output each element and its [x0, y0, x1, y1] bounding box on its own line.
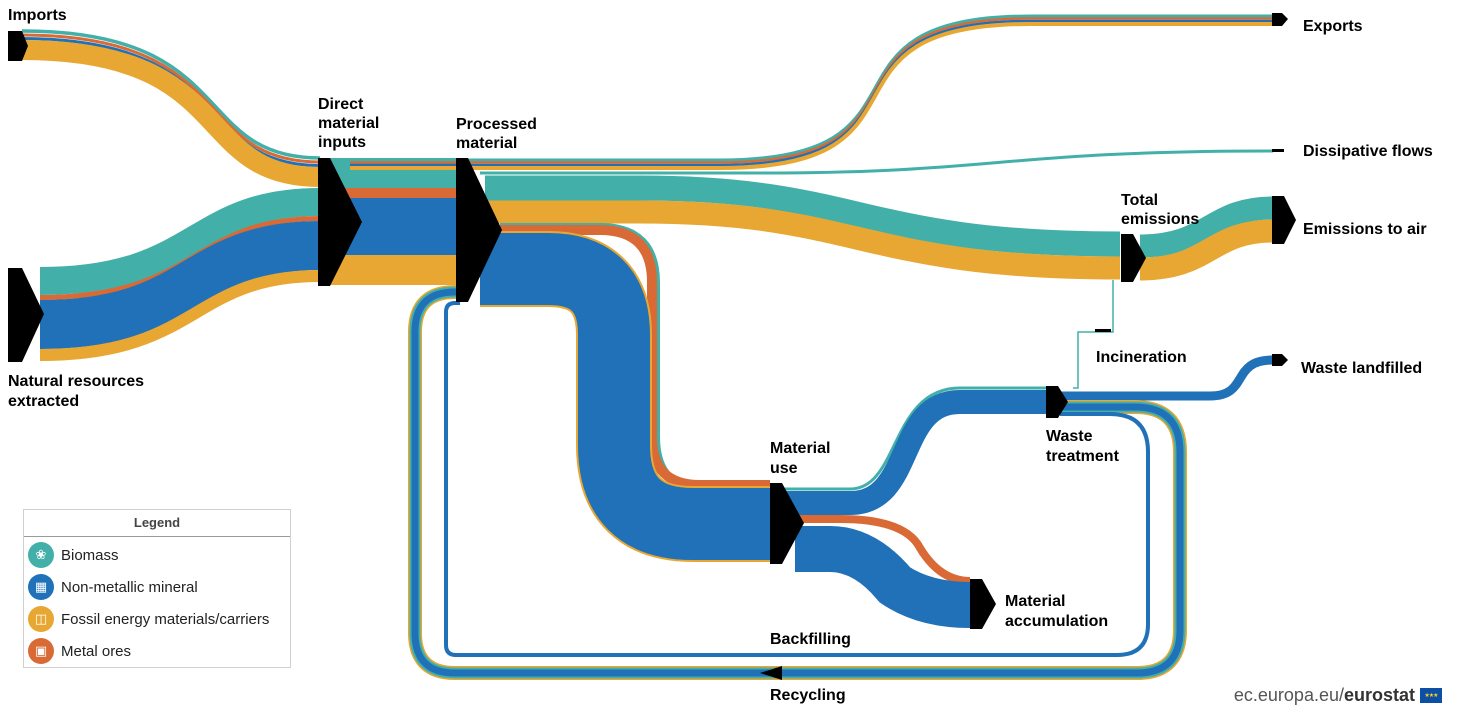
node-total-emissions	[1121, 234, 1146, 282]
node-incineration-bar	[1095, 329, 1111, 332]
node-emissions-to-air	[1272, 196, 1296, 244]
flow-imports-to-direct-inputs[interactable]	[21, 29, 321, 187]
legend-label: Fossil energy materials/carriers	[61, 610, 270, 628]
node-imports	[8, 31, 28, 61]
label-imports: Imports	[8, 7, 67, 24]
eurostat-credit[interactable]: ec.europa.eu/eurostat ★★★	[1234, 685, 1442, 705]
flow-recycling-loop[interactable]	[408, 285, 1187, 680]
node-waste-treatment	[1046, 386, 1068, 418]
eu-flag-icon: ★★★	[1420, 687, 1442, 703]
flow-total-emissions-to-emissions-to-air[interactable]	[1139, 196, 1274, 281]
label-emissions-to-air: Emissions to air	[1303, 221, 1427, 238]
legend-item-fossil-energy[interactable]: ◫ Fossil energy materials/carriers	[28, 605, 269, 633]
node-labels: Imports Natural resources extracted Dire…	[8, 7, 1433, 704]
node-processed-material	[456, 158, 502, 302]
label-total-emissions: Total emissions	[1121, 192, 1199, 228]
label-recycling: Recycling	[770, 687, 846, 704]
label-dissipative-flows: Dissipative flows	[1303, 143, 1433, 160]
recycling-arrow	[760, 666, 782, 680]
fuel-barrel-icon: ◫	[28, 606, 54, 632]
node-material-accumulation	[970, 579, 996, 629]
flow-material-use-to-waste-treatment[interactable]	[780, 386, 1048, 515]
flow-natural-resources-to-direct-inputs[interactable]	[39, 188, 321, 361]
label-incineration: Incineration	[1096, 349, 1187, 366]
label-processed-material: Processed material	[456, 116, 541, 152]
legend-item-biomass[interactable]: ❀ Biomass	[28, 541, 119, 569]
label-waste-landfilled: Waste landfilled	[1301, 360, 1422, 377]
flow-material-use-to-accumulation[interactable]	[795, 515, 971, 628]
tree-icon: ❀	[28, 542, 54, 568]
node-bars	[8, 13, 1296, 629]
label-backfilling: Backfilling	[770, 631, 851, 648]
label-material-use: Material use	[770, 440, 835, 477]
node-exports	[1272, 13, 1288, 26]
label-exports: Exports	[1303, 18, 1363, 35]
legend-label: Biomass	[61, 546, 119, 564]
label-direct-material-inputs: Direct material inputs	[318, 96, 384, 151]
legend-item-metal-ores[interactable]: ▣ Metal ores	[28, 637, 131, 665]
legend-item-non-metallic-mineral[interactable]: ▦ Non-metallic mineral	[28, 573, 198, 601]
label-material-accumulation: Material accumulation	[1005, 593, 1108, 630]
flow-waste-treatment-to-waste-landfilled[interactable]	[1060, 355, 1274, 401]
credit-domain: ec.europa.eu/	[1233, 684, 1344, 705]
legend-label: Non-metallic mineral	[61, 578, 198, 596]
flow-processed-to-dissipative-flows[interactable]	[480, 149, 1274, 175]
node-material-use	[770, 483, 804, 564]
label-waste-treatment: Waste treatment	[1046, 428, 1120, 465]
flow-processed-to-total-emissions[interactable]	[485, 175, 1121, 280]
flow-processed-to-material-use[interactable]	[480, 223, 770, 562]
legend-title: Legend	[24, 510, 290, 537]
label-natural-resources: Natural resources extracted	[8, 373, 149, 410]
node-dissipative-flows	[1272, 149, 1284, 152]
flow-direct-inputs-to-exports[interactable]	[350, 14, 1273, 170]
credit-brand: eurostat	[1343, 684, 1415, 705]
legend-label: Metal ores	[61, 642, 132, 660]
node-direct-material-inputs	[318, 158, 362, 286]
legend: Legend ❀ Biomass ▦ Non-metallic mineral …	[23, 509, 291, 668]
node-waste-landfilled	[1272, 354, 1288, 366]
flow-incineration-to-total-emissions[interactable]	[1073, 280, 1114, 389]
bricks-icon: ▦	[28, 574, 54, 600]
node-natural-resources	[8, 268, 44, 362]
flow-backfilling-loop[interactable]	[444, 301, 1150, 657]
mine-cart-icon: ▣	[28, 638, 54, 664]
